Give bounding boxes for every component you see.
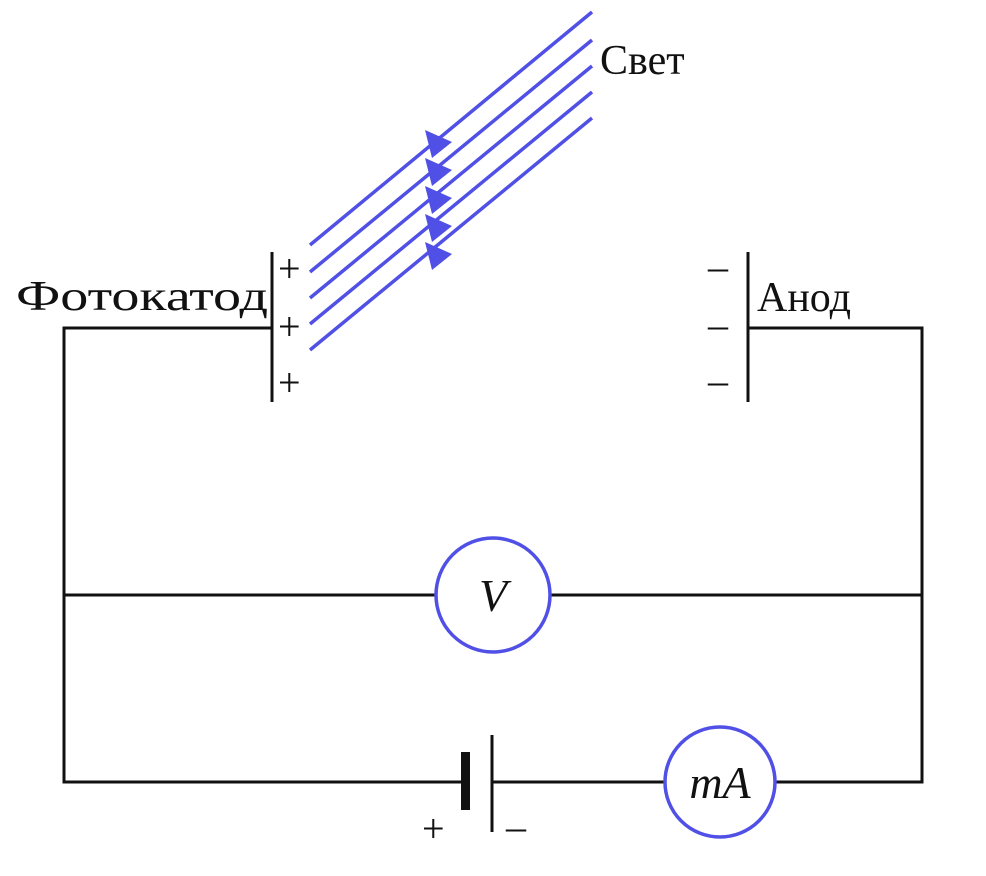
- light-ray-5: [308, 116, 594, 352]
- milliammeter-ring: [663, 725, 777, 839]
- circuit-wires: [62, 326, 924, 784]
- ray-arrowhead-3: [425, 186, 452, 214]
- milliammeter: mA: [663, 725, 777, 839]
- battery-minus-sign: –: [505, 804, 527, 849]
- anode-charges: – – –: [707, 244, 729, 403]
- ray-arrowhead-2: [425, 158, 452, 186]
- light-ray-2: [308, 38, 594, 274]
- minus-sign-anode-3: –: [707, 358, 729, 403]
- battery: [461, 735, 494, 832]
- light-ray-4: [308, 90, 594, 326]
- battery-negative-plate: [461, 752, 470, 810]
- anode-label: Анод: [757, 275, 851, 321]
- light-label: Свет: [600, 38, 685, 84]
- plus-sign-cathode-3: +: [278, 360, 301, 405]
- voltmeter: V: [434, 536, 552, 654]
- photocathode-charges: + + +: [278, 246, 301, 405]
- battery-plus-sign: +: [422, 806, 445, 851]
- plus-sign-cathode-1: +: [278, 246, 301, 291]
- ray-arrowhead-1: [425, 130, 452, 158]
- voltmeter-ring: [434, 536, 552, 654]
- light-ray-1: [308, 10, 594, 247]
- wire-anode-right: [748, 326, 924, 784]
- plus-sign-cathode-2: +: [278, 304, 301, 349]
- light-rays: [308, 10, 594, 352]
- ray-arrowhead-4: [425, 214, 452, 242]
- minus-sign-anode-1: –: [707, 244, 729, 289]
- voltmeter-label: V: [479, 570, 512, 621]
- photocathode-label: Фотокатод: [16, 274, 268, 320]
- ray-arrowhead-5: [425, 242, 452, 270]
- light-ray-3: [308, 64, 594, 300]
- milliammeter-label: mA: [689, 757, 751, 808]
- minus-sign-anode-2: –: [707, 302, 729, 347]
- wire-photocathode-left: [62, 326, 465, 784]
